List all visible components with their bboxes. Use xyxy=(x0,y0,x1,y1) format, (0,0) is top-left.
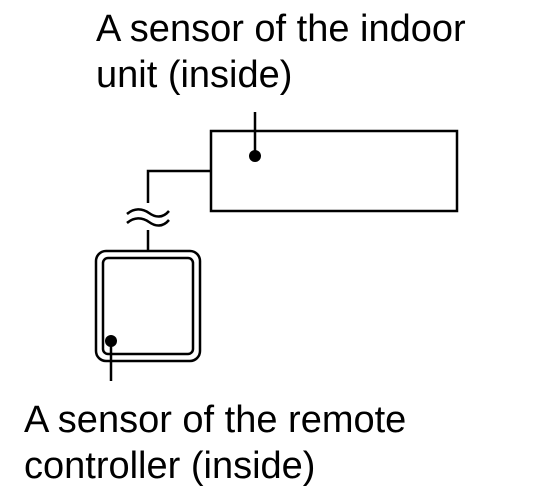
remote-controller-sensor-label-line1: A sensor of the remote xyxy=(24,399,407,441)
wire-break-symbol xyxy=(126,208,170,227)
remote-controller-outer xyxy=(94,249,202,363)
indoor-unit-sensor-label: A sensor of the indoor unit (inside) xyxy=(96,6,466,98)
connecting-wire-upper xyxy=(146,169,211,203)
indoor-unit-sensor-label-line1: A sensor of the indoor xyxy=(96,8,466,50)
indoor-unit-sensor-label-line2: unit (inside) xyxy=(96,54,293,96)
remote-controller-sensor-label-line2: controller (inside) xyxy=(24,445,316,487)
remote-controller-sensor-label: A sensor of the remote controller (insid… xyxy=(24,397,406,489)
remote-controller-inner xyxy=(101,256,195,356)
indoor-unit-box xyxy=(209,129,459,213)
indoor-unit-sensor-dot xyxy=(249,150,261,162)
